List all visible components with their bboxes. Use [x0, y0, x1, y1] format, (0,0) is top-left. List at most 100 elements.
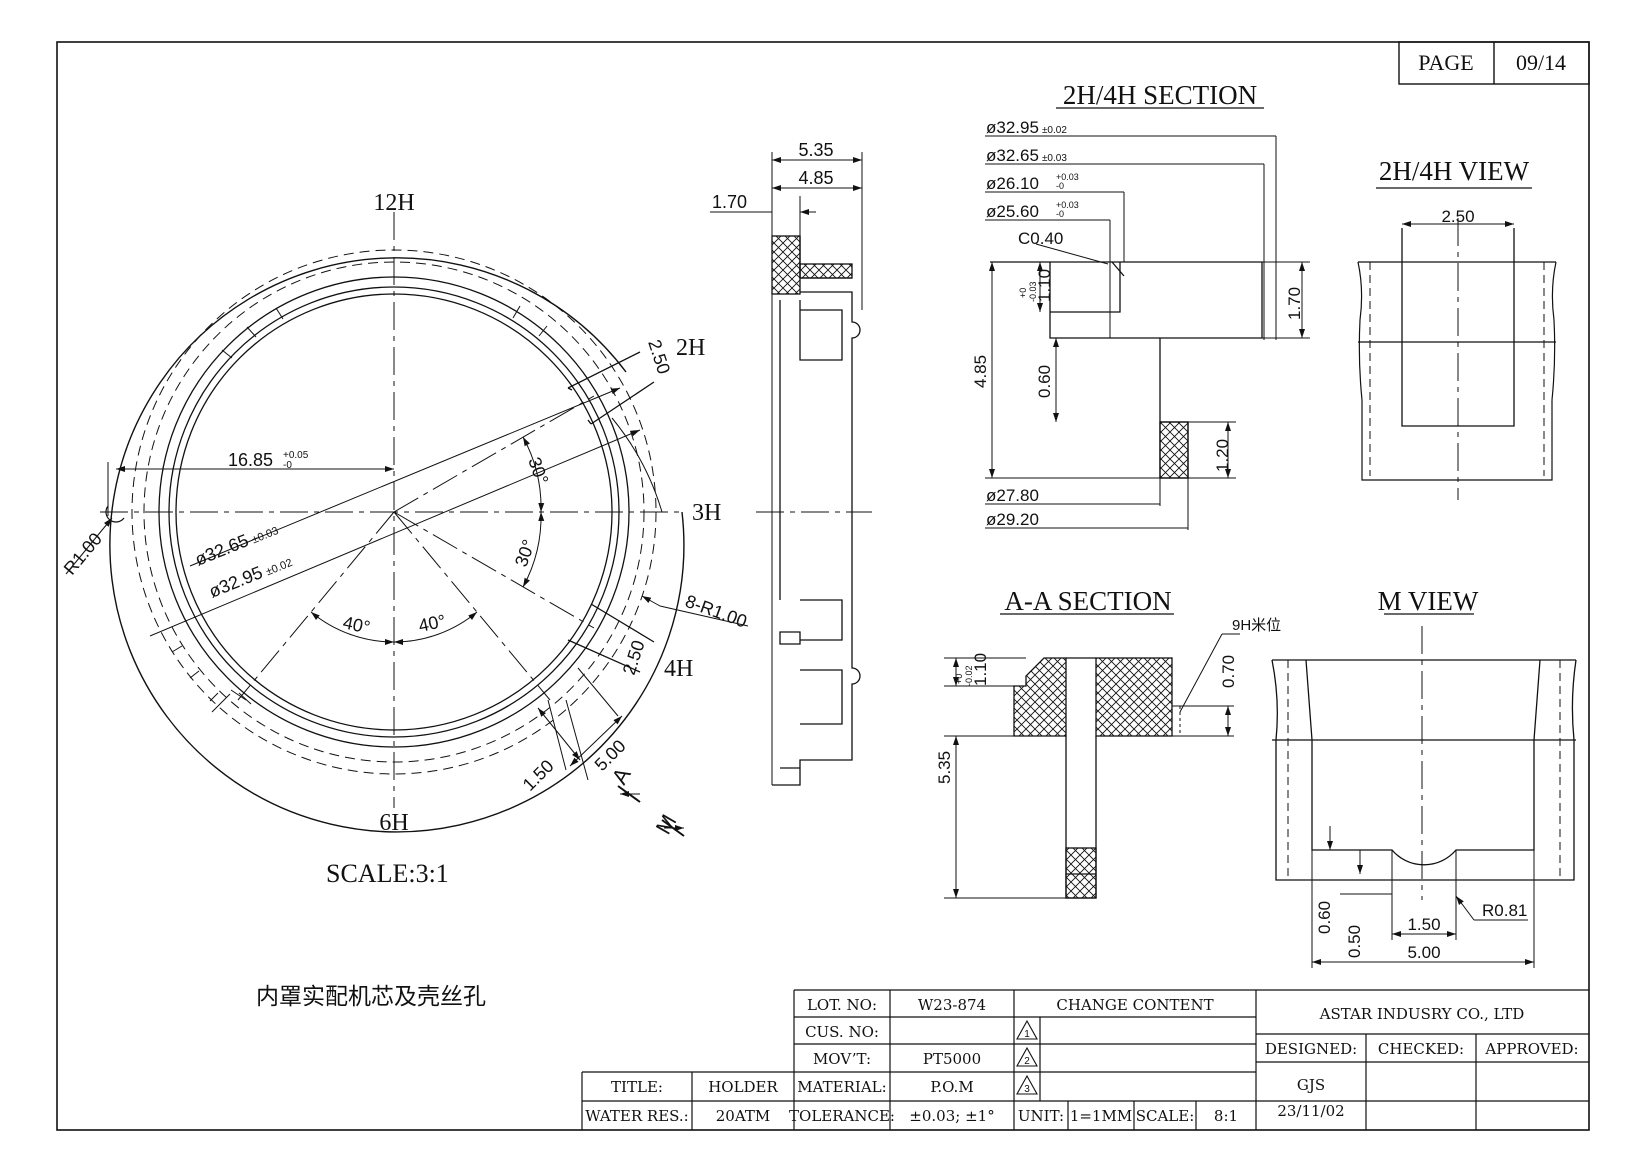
design-date: 23/11/02: [1277, 1102, 1344, 1120]
section-2h4h: [985, 107, 1310, 530]
arc-40-right: [393, 611, 478, 645]
tol-minus: -0: [283, 460, 292, 471]
slot-4h: [567, 603, 655, 673]
tolerance-label: TOLERANCE:: [789, 1107, 895, 1125]
dim-16-85: 16.85: [228, 450, 273, 470]
dim-angle-30-a: 30°: [524, 455, 552, 487]
scale-value: 8:1: [1214, 1107, 1238, 1125]
dim-s-c0-40: C0.40: [1018, 229, 1063, 248]
dim-1-50: 1.50: [519, 756, 558, 795]
view-2h4h-title: 2H/4H VIEW: [1379, 156, 1530, 186]
dim-s-1-20: 1.20: [1213, 439, 1232, 472]
change-content-header: CHANGE CONTENT: [1056, 996, 1213, 1014]
dim-s-1-10: 1.10: [1035, 269, 1054, 302]
dim-s-27-80: ø27.80: [986, 486, 1039, 505]
title-value: HOLDER: [708, 1078, 778, 1096]
rev-triangle-1: [1016, 1019, 1038, 1040]
outer-ring: [109, 257, 685, 833]
rev-triangle-3: [1016, 1074, 1038, 1095]
dim-s-4-85: 4.85: [971, 355, 990, 388]
movt-label: MOV’T:: [813, 1050, 871, 1068]
dim-slot-2h: 2.50: [644, 337, 674, 377]
tol-minus: -0.02: [964, 665, 974, 686]
section-letter-m: M: [651, 810, 682, 838]
chinese-note: 内罩实配机芯及壳丝孔: [256, 983, 486, 1009]
dim-angle-40-b: 40°: [417, 611, 448, 636]
dim-s-29-20: ø29.20: [986, 510, 1039, 529]
dim-s-26-10: ø26.10: [986, 174, 1039, 193]
dim-s-32-65: ø32.65±0.03: [986, 146, 1067, 165]
dim-s-25-60: ø25.60: [986, 202, 1039, 221]
rev-triangle-2: [1016, 1046, 1038, 1067]
dim-m-0-60: 0.60: [1315, 901, 1334, 934]
sheet-border: [56, 41, 1590, 1131]
tol-plus: +0.03: [1056, 172, 1079, 182]
label-6h: 6H: [379, 810, 408, 836]
tol-minus: -0.03: [1028, 281, 1038, 302]
label-3h: 3H: [692, 500, 721, 526]
arc-30-lower: [522, 511, 545, 588]
ring-ticks: [171, 305, 548, 713]
m-view: [1271, 613, 1577, 968]
tolerance-value: ±0.03; ±1°: [909, 1107, 994, 1125]
page-box: PAGE 09/14: [1398, 41, 1590, 85]
movt-value: PT5000: [923, 1050, 981, 1068]
tol-plus: +0.05: [283, 450, 309, 461]
dim-m-1-50: 1.50: [1407, 915, 1440, 934]
company-name: ASTAR INDUSRY CO., LTD: [1319, 1005, 1525, 1023]
scale-label: SCALE:: [1136, 1107, 1195, 1125]
note-9h: 9H米位: [1232, 617, 1281, 634]
title-block: [581, 989, 1589, 1130]
page-label: PAGE: [1418, 50, 1473, 75]
dim-m-r0-81: R0.81: [1482, 901, 1527, 920]
tol-plus: +0: [954, 674, 964, 684]
dim-angle-40-a: 40°: [341, 612, 372, 637]
cus-label: CUS. NO:: [805, 1023, 879, 1041]
dim-s-1-70: 1.70: [1285, 287, 1304, 320]
section-letter-a: A: [607, 763, 636, 788]
rev-1: 1: [1024, 1029, 1030, 1040]
dim-aa-5-35: 5.35: [935, 751, 954, 784]
tol-plus: +0.03: [1056, 200, 1079, 210]
dim-m-0-50: 0.50: [1345, 925, 1364, 958]
rev-3: 3: [1024, 1084, 1030, 1095]
dim-r1: R1.00: [60, 529, 106, 579]
dim-aa-1-10: 1.10: [971, 653, 990, 686]
unit-value: 1=1MM: [1070, 1107, 1132, 1125]
dim-m-5-00: 5.00: [1407, 943, 1440, 962]
section-aa: [944, 613, 1240, 899]
approved-label: APPROVED:: [1484, 1040, 1578, 1058]
tol-plus: +0: [1018, 288, 1028, 298]
label-2h: 2H: [676, 335, 705, 361]
m-view-title: M VIEW: [1378, 586, 1479, 616]
unit-label: UNIT:: [1018, 1107, 1064, 1125]
label-12h: 12H: [373, 190, 414, 216]
leader-32-95: [149, 429, 641, 637]
dim-angle-30-b: 30°: [511, 537, 539, 569]
leader-32-65: [189, 387, 621, 567]
side-view: [710, 152, 872, 786]
dim-s-32-95: ø32.95±0.02: [986, 118, 1067, 137]
dim-s-0-60: 0.60: [1035, 365, 1054, 398]
slot-2h: [567, 351, 655, 425]
notch-r1: [105, 505, 125, 523]
dim-1-50-5-00: [537, 667, 623, 781]
designed-label: DESIGNED:: [1265, 1040, 1357, 1058]
water-label: WATER RES.:: [585, 1107, 689, 1125]
view-2h4h: [1357, 187, 1557, 500]
main-view: [65, 212, 749, 837]
lot-label: LOT. NO:: [807, 996, 877, 1014]
side-dim-5-35: 5.35: [798, 140, 833, 160]
tol-minus: -0: [1056, 209, 1064, 219]
page-number: 09/14: [1516, 50, 1566, 75]
section-aa-title: A-A SECTION: [1004, 586, 1171, 616]
title-label: TITLE:: [611, 1078, 663, 1096]
side-dim-4-85: 4.85: [798, 168, 833, 188]
water-value: 20ATM: [716, 1107, 770, 1125]
revision-marks: [1016, 1019, 1038, 1095]
dim-8-r1: 8-R1.00: [683, 591, 750, 632]
view-2h4h-w: 2.50: [1441, 207, 1474, 226]
dim-slot-4h: 2.50: [619, 638, 649, 678]
lot-value: W23-874: [918, 996, 986, 1014]
